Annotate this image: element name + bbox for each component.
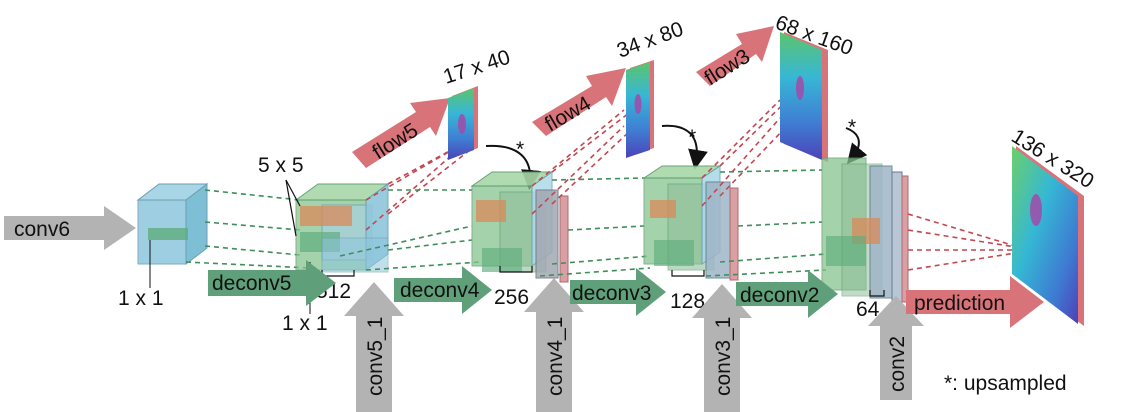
block4 [470, 171, 569, 283]
conv4_1-arrow: conv4_1 [524, 278, 584, 412]
bracket-64 [869, 290, 885, 297]
deconv3-label: deconv3 [572, 282, 651, 305]
block3 [642, 165, 739, 281]
channels-256: 256 [494, 286, 529, 309]
conv2-arrow: conv2 [868, 296, 924, 400]
bracket-256 [499, 266, 533, 273]
flow4-image [626, 60, 654, 158]
connector-block3-block2 [705, 169, 827, 277]
conv6-cube [136, 182, 209, 288]
connector-block5-block4 [339, 189, 481, 271]
kernel-5x5-label: 5 x 5 [258, 154, 304, 177]
deconv5-arrow: deconv5 [208, 260, 336, 306]
deconv5-label: deconv5 [212, 272, 291, 295]
conv4_1-label: conv4_1 [544, 317, 567, 396]
conv3_1-label: conv3_1 [712, 317, 735, 396]
bracket-128 [671, 270, 705, 277]
kernel-1x1-label-a: 1 x 1 [118, 287, 164, 310]
deconv4-arrow: deconv4 [394, 266, 492, 314]
kernel-1x1-label-b: 1 x 1 [282, 312, 328, 335]
conv2-label: conv2 [886, 336, 909, 392]
connector-block4-flow4 [531, 99, 647, 215]
legend-upsampled: *: upsampled [944, 372, 1067, 395]
size-flow5: 17 x 40 [440, 46, 513, 89]
size-flow4: 34 x 80 [614, 18, 687, 63]
conv6-arrow: conv6 [4, 206, 136, 250]
conv5_1-label: conv5_1 [364, 317, 387, 396]
deconv3-arrow: deconv3 [570, 268, 666, 316]
connector-block2-prediction [907, 213, 1023, 271]
prediction-label: prediction [914, 292, 1005, 315]
kernel-5x5-pointer-a [285, 179, 301, 207]
connector-block4-block3 [539, 177, 651, 277]
flow3-arrow: flow3 [696, 26, 774, 90]
upsample-mark-4: * [688, 126, 696, 149]
connector-block5-flow5 [365, 139, 471, 231]
flow5-image [448, 86, 478, 160]
upsample-arrow-4 [661, 124, 708, 170]
deconv4-label: deconv4 [400, 279, 480, 302]
channels-128: 128 [670, 290, 705, 313]
prediction-image [1012, 146, 1084, 326]
block2 [821, 157, 909, 303]
block5 [294, 183, 390, 273]
deconv2-arrow: deconv2 [736, 270, 838, 318]
upsample-mark-3: * [848, 116, 856, 139]
flow5-arrow: flow5 [352, 98, 450, 168]
channels-64: 64 [856, 298, 880, 321]
prediction-arrow: prediction [906, 276, 1044, 328]
upsample-mark-5: * [516, 138, 524, 161]
flow3-label: flow3 [700, 45, 754, 90]
kernel-5x5-pointer-b [285, 179, 297, 237]
connector-conv6-block5 [185, 189, 311, 269]
upsample-arrow-3 [845, 127, 868, 165]
conv3_1-arrow: conv3_1 [692, 284, 752, 412]
flow4-label: flow4 [541, 92, 595, 137]
flow3-image [780, 32, 828, 162]
conv5_1-arrow: conv5_1 [344, 282, 404, 412]
deconv2-label: deconv2 [740, 284, 819, 307]
conv6-label: conv6 [14, 218, 70, 241]
